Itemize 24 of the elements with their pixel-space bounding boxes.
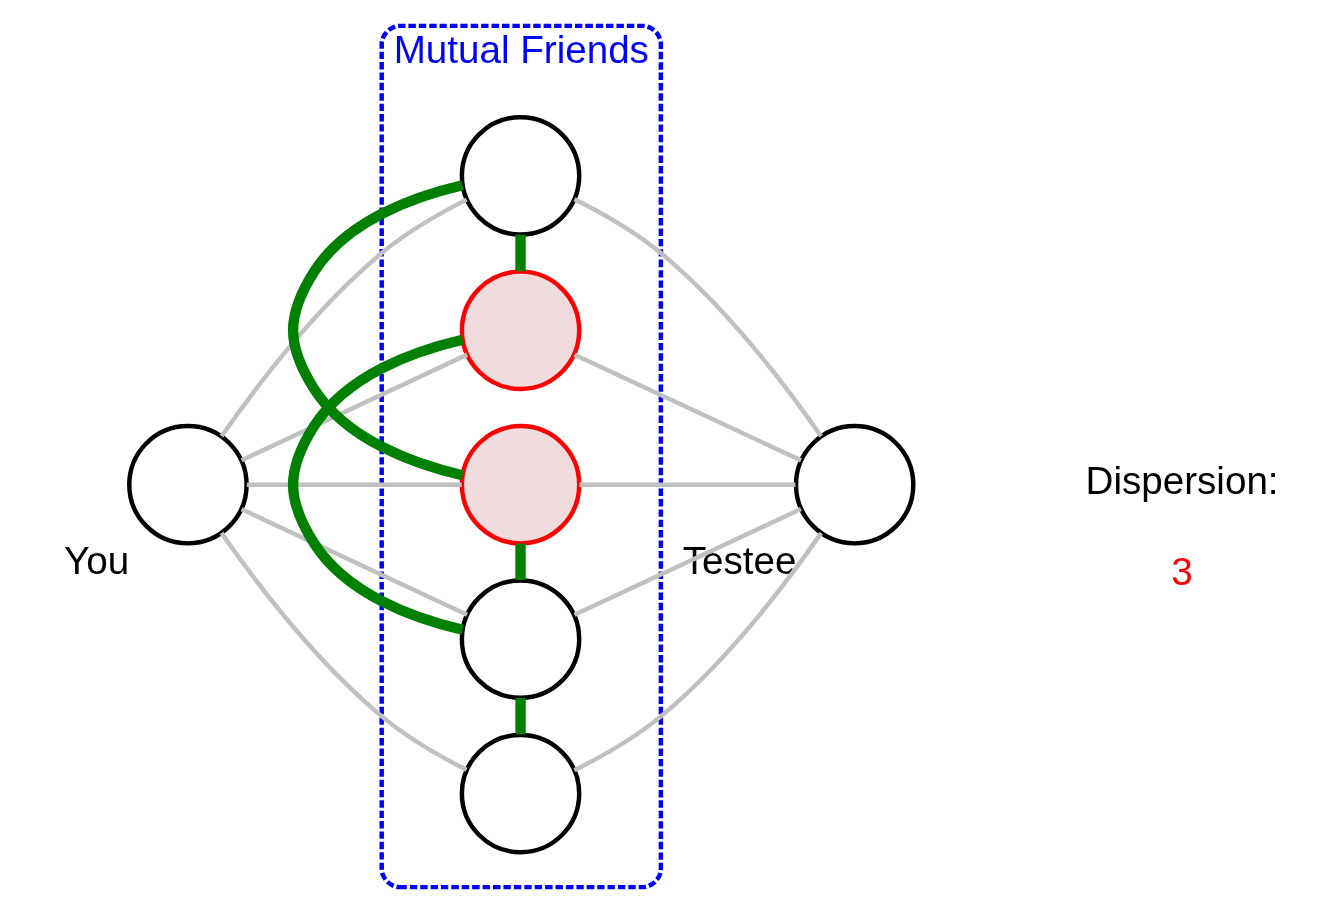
connector — [573, 507, 802, 617]
connector — [579, 482, 796, 487]
node-label: You — [64, 539, 130, 583]
node-circle — [459, 269, 582, 392]
connector — [573, 197, 823, 438]
connector — [240, 352, 468, 463]
node-label: Testee — [682, 539, 797, 583]
node-circle — [459, 423, 582, 546]
connector — [240, 507, 468, 617]
node-circle — [793, 423, 916, 546]
node-circle — [127, 423, 249, 546]
connector — [573, 531, 823, 773]
connector — [288, 334, 464, 635]
cluster: Mutual Friends — [379, 23, 664, 890]
node-circle — [459, 732, 582, 855]
label: 3 — [1171, 549, 1193, 593]
connector — [246, 482, 462, 487]
node-circle — [459, 114, 582, 237]
label: Dispersion: — [1085, 459, 1279, 503]
connector — [219, 197, 468, 438]
connector — [288, 180, 464, 481]
node-circle — [459, 578, 582, 700]
connector — [573, 352, 802, 463]
connector — [219, 531, 468, 772]
